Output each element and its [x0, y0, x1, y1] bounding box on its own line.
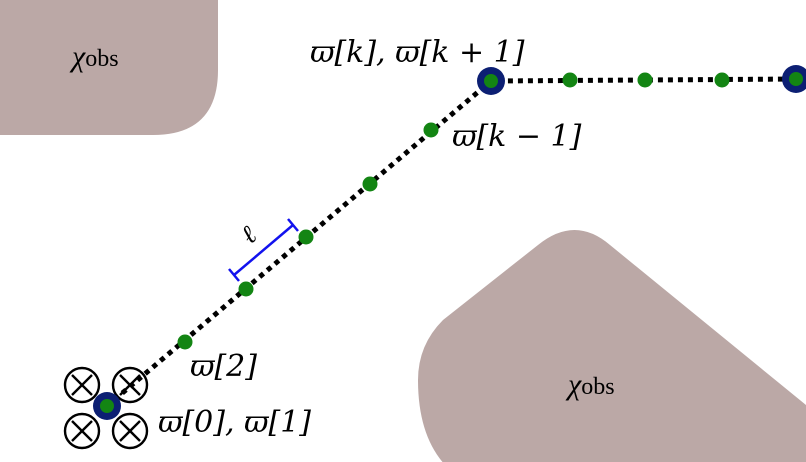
waypoint [238, 281, 254, 297]
obstacle-bottom-right-subscript: obs [581, 374, 614, 400]
rotor-icon [111, 412, 149, 450]
waypoint [298, 229, 314, 245]
rotor-icon [63, 366, 101, 404]
rotor-icon [111, 366, 149, 404]
label-2: ϖ[2] [190, 349, 257, 384]
obstacle-bottom-right-symbol: χ [565, 368, 582, 401]
obstacle-top-left-subscript: obs [85, 46, 118, 72]
waypoint [362, 176, 378, 192]
waypoint [177, 334, 193, 350]
anchor-waypoint [477, 67, 505, 95]
label-0-1: ϖ[0], ϖ[1] [158, 405, 311, 440]
waypoint [562, 72, 578, 88]
label-k-pair: ϖ[k], ϖ[k + 1] [310, 35, 525, 70]
anchor-waypoint [93, 392, 121, 420]
label-k-minus-1: ϖ[k − 1] [452, 119, 582, 154]
obstacle-top-left [0, 0, 218, 135]
obstacle-bottom-right [418, 230, 806, 462]
obstacle-top-left-symbol: χ [69, 40, 86, 73]
quadrotor-icon [63, 366, 149, 450]
waypoint [423, 122, 439, 138]
spacing-label: ℓ [235, 220, 263, 250]
waypoints [177, 72, 730, 350]
obstacle-top-left-label: χobs [69, 40, 119, 73]
obstacle-bottom-right-label: χobs [565, 368, 615, 401]
waypoint [637, 72, 653, 88]
anchor-waypoint [782, 65, 806, 93]
anchor-waypoints [93, 65, 806, 420]
rotor-icon [63, 412, 101, 450]
spacing-marker [228, 218, 299, 282]
waypoint [714, 72, 730, 88]
